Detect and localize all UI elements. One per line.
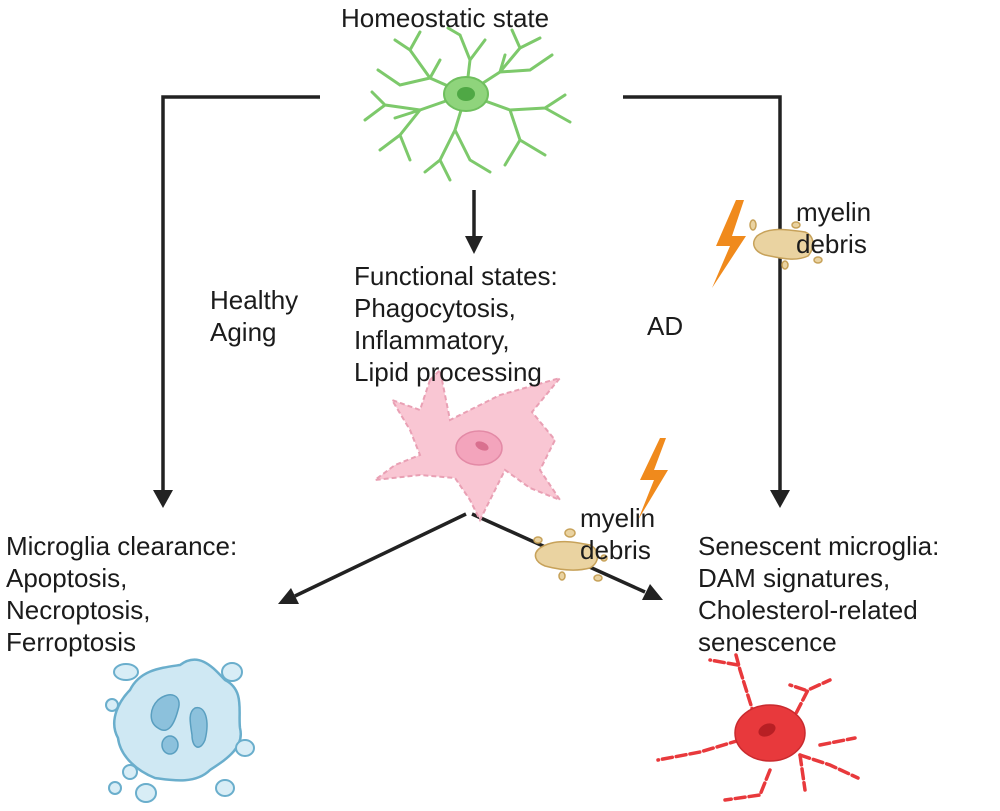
- microglia-clearance-item: Apoptosis,: [6, 563, 128, 593]
- myelin-debris-icon-bottom: [533, 528, 608, 582]
- clearance-microglia-icon: [105, 658, 255, 803]
- senescent-microglia-item: Cholesterol-related: [698, 595, 918, 625]
- functional-states-item: Inflammatory,: [354, 325, 510, 355]
- myelin-debris-line: myelin: [580, 503, 656, 533]
- microglia-clearance-item: Ferroptosis: [6, 627, 137, 657]
- senescent-microglia-icon: [656, 653, 860, 802]
- functional-states-label: Functional states: Phagocytosis, Inflamm…: [354, 260, 558, 388]
- functional-states-title: Functional states:: [354, 261, 558, 291]
- myelin-debris-line: myelin: [796, 197, 872, 227]
- healthy-aging-line: Aging: [210, 317, 277, 347]
- senescent-microglia-item: DAM signatures,: [698, 563, 891, 593]
- myelin-debris-line: debris: [580, 535, 651, 565]
- myelin-debris-line: debris: [796, 229, 867, 259]
- lightning-icon-top: [712, 200, 746, 288]
- myelin-debris-label-top: myelin debris: [796, 196, 871, 260]
- microglia-clearance-item: Necroptosis,: [6, 595, 151, 625]
- myelin-debris-icon-top: [749, 219, 823, 270]
- senescent-microglia-title: Senescent microglia:: [698, 531, 940, 561]
- senescent-microglia-label: Senescent microglia: DAM signatures, Cho…: [698, 530, 939, 658]
- lightning-icon-bottom: [638, 438, 668, 520]
- microglia-clearance-title: Microglia clearance:: [6, 531, 238, 561]
- arrow-ad: [623, 95, 790, 508]
- homeostatic-microglia-icon: [363, 26, 572, 182]
- senescent-microglia-item: senescence: [698, 627, 837, 657]
- healthy-aging-label: Healthy Aging: [210, 284, 298, 348]
- homeostatic-state-label: Homeostatic state: [341, 3, 550, 33]
- functional-microglia-icon: [371, 367, 563, 523]
- microglia-clearance-label: Microglia clearance: Apoptosis, Necropto…: [6, 530, 237, 658]
- arrow-functional-to-clearance: [278, 512, 467, 604]
- functional-states-item: Phagocytosis,: [354, 293, 516, 323]
- arrow-homeostatic-to-functional: [465, 190, 483, 254]
- arrow-healthy-aging: [153, 95, 320, 508]
- myelin-debris-label-bottom: myelin debris: [580, 502, 655, 566]
- ad-label: AD: [647, 311, 684, 341]
- healthy-aging-line: Healthy: [210, 285, 299, 315]
- functional-states-item: Lipid processing: [354, 357, 542, 387]
